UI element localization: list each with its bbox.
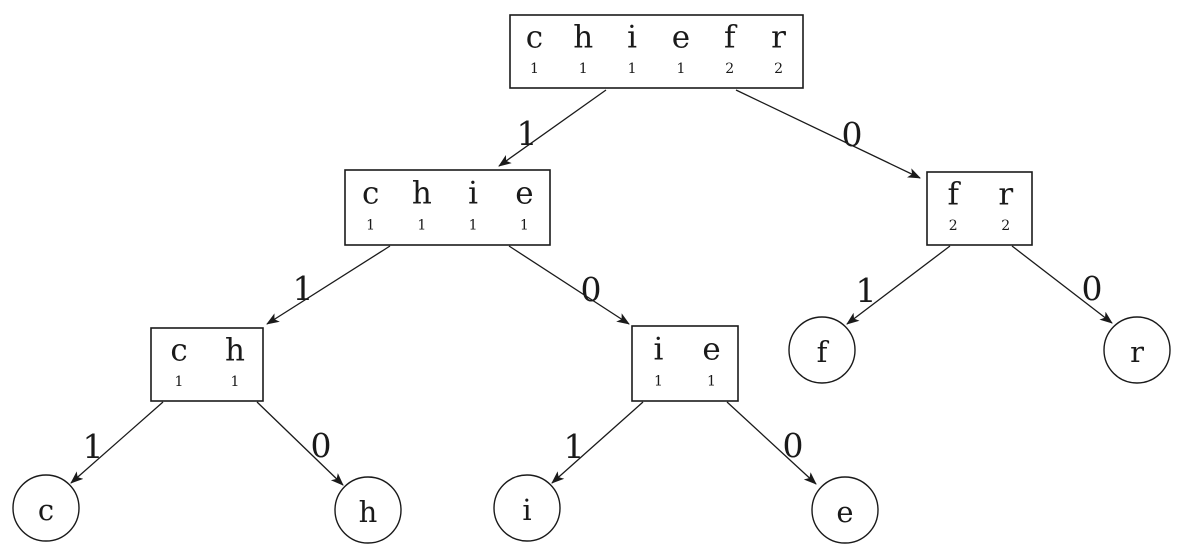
edge-arrow	[256, 401, 344, 486]
node-count: 1	[520, 218, 529, 234]
edges-layer: 1 0 1 0 1 0 1 0 1 0	[70, 89, 1113, 486]
edge-bit-label: 0	[581, 270, 602, 309]
edge-ch-c: 1	[70, 401, 164, 484]
edge-ie-e: 0	[726, 401, 817, 485]
internal-node-fr: f 2 r 2	[926, 171, 1033, 246]
node-rect	[344, 169, 551, 246]
node-count: 1	[366, 218, 375, 234]
node-letter: c	[362, 175, 379, 211]
node-letter: h	[412, 175, 432, 211]
edge-arrow	[70, 401, 164, 484]
node-letter: e	[702, 331, 720, 367]
node-count: 2	[774, 61, 783, 77]
node-letter: f	[724, 20, 738, 56]
node-letter: e	[672, 20, 690, 56]
node-count: 1	[231, 374, 240, 390]
node-count: 1	[676, 61, 685, 77]
node-letter: h	[225, 333, 245, 369]
edge-fr-f: 1	[846, 245, 951, 325]
node-rect	[631, 325, 739, 402]
leaf-circle	[788, 316, 856, 384]
node-count: 1	[628, 61, 637, 77]
node-count: 1	[707, 374, 716, 390]
node-letter: f	[948, 177, 962, 213]
leaf-node-c: c	[12, 474, 80, 542]
node-count: 1	[530, 61, 539, 77]
leaf-circle	[12, 474, 80, 542]
edge-bit-label: 0	[1082, 269, 1103, 308]
node-letter: c	[170, 333, 187, 369]
leaf-letter: r	[1130, 335, 1144, 369]
edge-ch-h: 0	[256, 401, 344, 486]
internal-node-chie: c 1 h 1 i 1 e 1	[344, 169, 551, 246]
node-letter: i	[468, 175, 478, 211]
node-rect	[509, 14, 804, 89]
node-count: 1	[469, 218, 478, 234]
leaf-letter: e	[836, 495, 853, 529]
edge-bit-label: 1	[293, 269, 314, 308]
edge-chie-ch: 1	[266, 245, 391, 325]
edge-arrow	[1011, 245, 1113, 324]
node-letter: r	[998, 177, 1013, 213]
internal-node-ie: i 1 e 1	[631, 325, 739, 402]
node-letter: c	[526, 20, 543, 56]
leaf-node-i: i	[493, 474, 561, 542]
edge-bit-label: 1	[564, 427, 585, 466]
leaf-letter: f	[817, 335, 830, 369]
edge-chiefr-fr: 0	[735, 89, 921, 179]
node-letter: e	[515, 175, 533, 211]
node-count: 1	[175, 374, 184, 390]
node-count: 1	[417, 218, 426, 234]
edge-bit-label: 1	[856, 271, 877, 310]
node-count: 2	[949, 218, 958, 234]
edge-arrow	[726, 401, 817, 485]
node-count: 2	[725, 61, 734, 77]
node-letter: i	[654, 331, 664, 367]
edge-ie-i: 1	[551, 401, 644, 484]
leaf-letter: i	[522, 493, 531, 527]
node-count: 1	[654, 374, 663, 390]
edge-arrow	[508, 245, 630, 325]
leaf-letter: c	[38, 493, 54, 527]
leaf-circle	[1103, 316, 1171, 384]
node-letter: i	[627, 20, 637, 56]
leaf-node-r: r	[1103, 316, 1171, 384]
edge-arrow	[735, 89, 921, 179]
leaf-circle	[811, 476, 879, 544]
leaf-circle	[334, 476, 402, 544]
node-letter: r	[771, 20, 786, 56]
node-letter: h	[573, 20, 593, 56]
node-rect	[150, 327, 264, 402]
node-count: 1	[579, 61, 588, 77]
edge-fr-r: 0	[1011, 245, 1113, 324]
edge-chie-ie: 0	[508, 245, 630, 325]
leaf-node-f: f	[788, 316, 856, 384]
node-rect	[926, 171, 1033, 246]
leaf-node-h: h	[334, 476, 402, 544]
edge-chiefr-chie: 1	[498, 89, 607, 167]
edge-arrow	[551, 401, 644, 484]
edge-arrow	[266, 245, 391, 325]
internal-node-ch: c 1 h 1	[150, 327, 264, 402]
internal-node-chiefr: c 1 h 1 i 1 e 1 f 2 r 2	[509, 14, 804, 89]
edge-arrow	[846, 245, 951, 325]
edge-bit-label: 0	[783, 426, 804, 465]
leaf-letter: h	[359, 495, 378, 529]
leaf-node-e: e	[811, 476, 879, 544]
edge-bit-label: 1	[517, 114, 538, 153]
edge-bit-label: 0	[311, 426, 332, 465]
node-count: 2	[1001, 218, 1010, 234]
leaf-circle	[493, 474, 561, 542]
edge-bit-label: 1	[83, 427, 104, 466]
edge-arrow	[498, 89, 607, 167]
edge-bit-label: 0	[842, 115, 863, 154]
